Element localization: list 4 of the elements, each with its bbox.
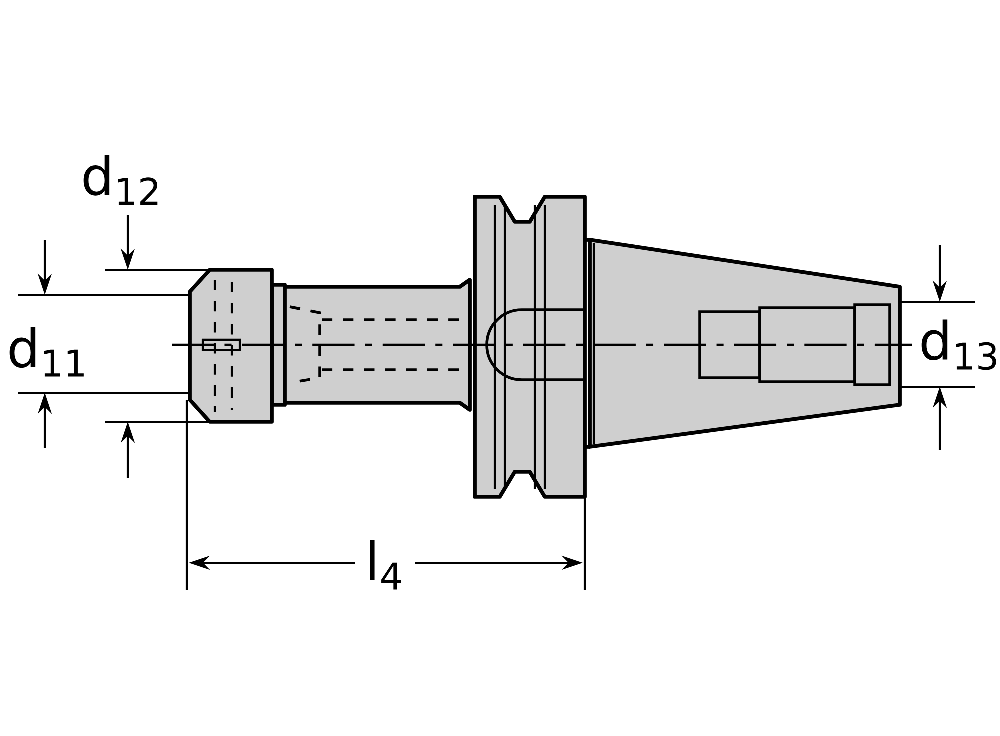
dimension-label: l$_{4}$ [370,540,402,590]
dimension-label: d$_{11}$ [10,327,84,377]
dimension-label: d$_{13}$ [922,320,996,370]
dimension-label: d$_{12}$ [84,155,158,205]
